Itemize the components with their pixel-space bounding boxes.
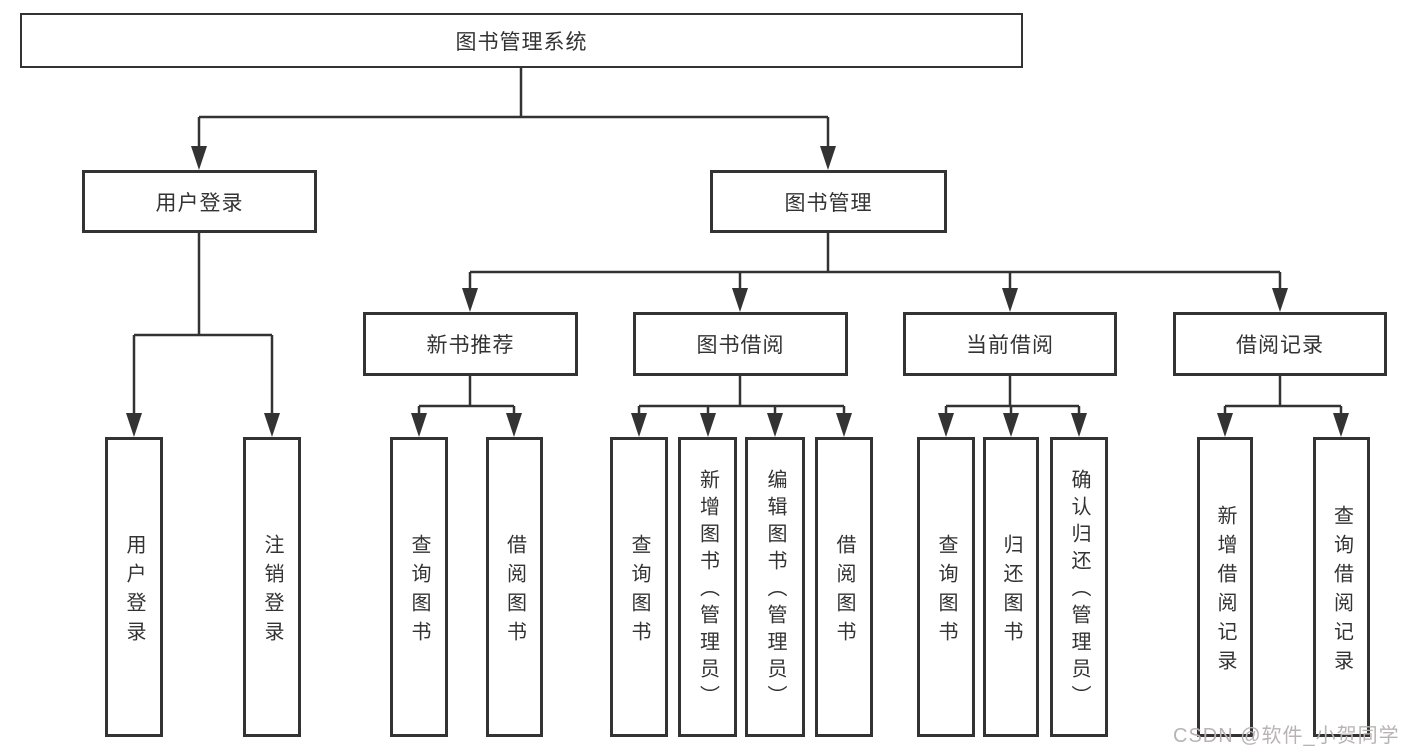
- node-label: 新增借阅记录: [1214, 504, 1236, 679]
- node-label: 图书借阅: [696, 334, 785, 357]
- arrowhead-icon: [1002, 288, 1018, 312]
- node-current-borrowing: 当前借阅: [903, 312, 1117, 376]
- node-label: 用户登录: [123, 533, 145, 650]
- leaf-query-books-recommend: 查询图书: [390, 437, 448, 737]
- node-label: 借阅图书: [833, 533, 855, 650]
- node-label: 归还图书: [1000, 533, 1022, 650]
- arrowhead-icon: [938, 413, 954, 437]
- leaf-logout: 注销登录: [243, 437, 301, 737]
- node-label: 借阅图书: [503, 533, 526, 650]
- arrowhead-icon: [700, 413, 716, 437]
- connector-borrowing-records-to-leaves: [1217, 376, 1349, 437]
- arrowhead-icon: [191, 146, 207, 170]
- connector-book-borrowing-to-leaves: [631, 376, 852, 437]
- leaf-query-borrowing-record: 查询借阅记录: [1313, 437, 1370, 737]
- arrowhead-icon: [820, 146, 836, 170]
- node-label: 借阅记录: [1236, 334, 1324, 357]
- arrowhead-icon: [264, 413, 280, 437]
- node-label: 用户登录: [155, 191, 244, 215]
- node-label: 查询借阅记录: [1330, 504, 1353, 679]
- csdn-watermark: CSDN @软件_小贺同学: [1173, 725, 1400, 747]
- node-new-book-recommend: 新书推荐: [363, 312, 578, 376]
- arrowhead-icon: [1003, 413, 1019, 437]
- node-borrowing-records: 借阅记录: [1173, 312, 1387, 376]
- leaf-query-books-current: 查询图书: [917, 437, 975, 737]
- leaf-return-books: 归还图书: [983, 437, 1039, 737]
- connector-book-management-to-level3: [462, 233, 1288, 312]
- node-label: 查询图书: [408, 533, 430, 650]
- node-label: 查询图书: [628, 533, 650, 650]
- node-book-management: 图书管理: [710, 170, 947, 233]
- arrowhead-icon: [1333, 413, 1349, 437]
- arrowhead-icon: [411, 413, 427, 437]
- connector-current-borrowing-to-leaves: [938, 376, 1087, 437]
- arrowhead-icon: [767, 413, 783, 437]
- node-root-library-management-system: 图书管理系统: [20, 13, 1023, 68]
- leaf-borrow-books-recommend: 借阅图书: [486, 437, 543, 737]
- node-label: 确认归还（管理员）: [1068, 469, 1090, 712]
- node-user-login: 用户登录: [82, 170, 317, 233]
- node-book-borrowing: 图书借阅: [633, 312, 848, 376]
- arrowhead-icon: [631, 413, 647, 437]
- leaf-query-books-borrowing: 查询图书: [610, 437, 668, 737]
- leaf-confirm-return-admin: 确认归还（管理员）: [1050, 437, 1108, 737]
- arrowhead-icon: [462, 288, 478, 312]
- node-label: 编辑图书（管理员）: [764, 469, 786, 712]
- connector-new-book-recommend-to-leaves: [411, 376, 522, 437]
- node-label: 图书管理系统: [455, 30, 588, 54]
- arrowhead-icon: [1217, 413, 1233, 437]
- arrowhead-icon: [506, 413, 522, 437]
- leaf-edit-books-admin: 编辑图书（管理员）: [745, 437, 805, 737]
- leaf-user-login: 用户登录: [105, 437, 163, 737]
- node-label: 注销登录: [261, 533, 283, 650]
- node-label: 查询图书: [935, 533, 957, 650]
- arrowhead-icon: [732, 288, 748, 312]
- node-label: 当前借阅: [966, 334, 1054, 357]
- node-label: 新增图书（管理员）: [696, 469, 719, 712]
- leaf-add-borrowing-record: 新增借阅记录: [1197, 437, 1253, 737]
- node-label: 新书推荐: [426, 334, 515, 357]
- leaf-add-books-admin: 新增图书（管理员）: [678, 437, 737, 737]
- node-label: 图书管理: [784, 191, 873, 215]
- arrowhead-icon: [1071, 413, 1087, 437]
- arrowhead-icon: [126, 413, 142, 437]
- arrowhead-icon: [1272, 288, 1288, 312]
- arrowhead-icon: [836, 413, 852, 437]
- leaf-borrow-books-borrowing: 借阅图书: [815, 437, 873, 737]
- connector-user-login-to-leaves: [126, 233, 280, 437]
- connector-root-to-level2: [191, 68, 836, 170]
